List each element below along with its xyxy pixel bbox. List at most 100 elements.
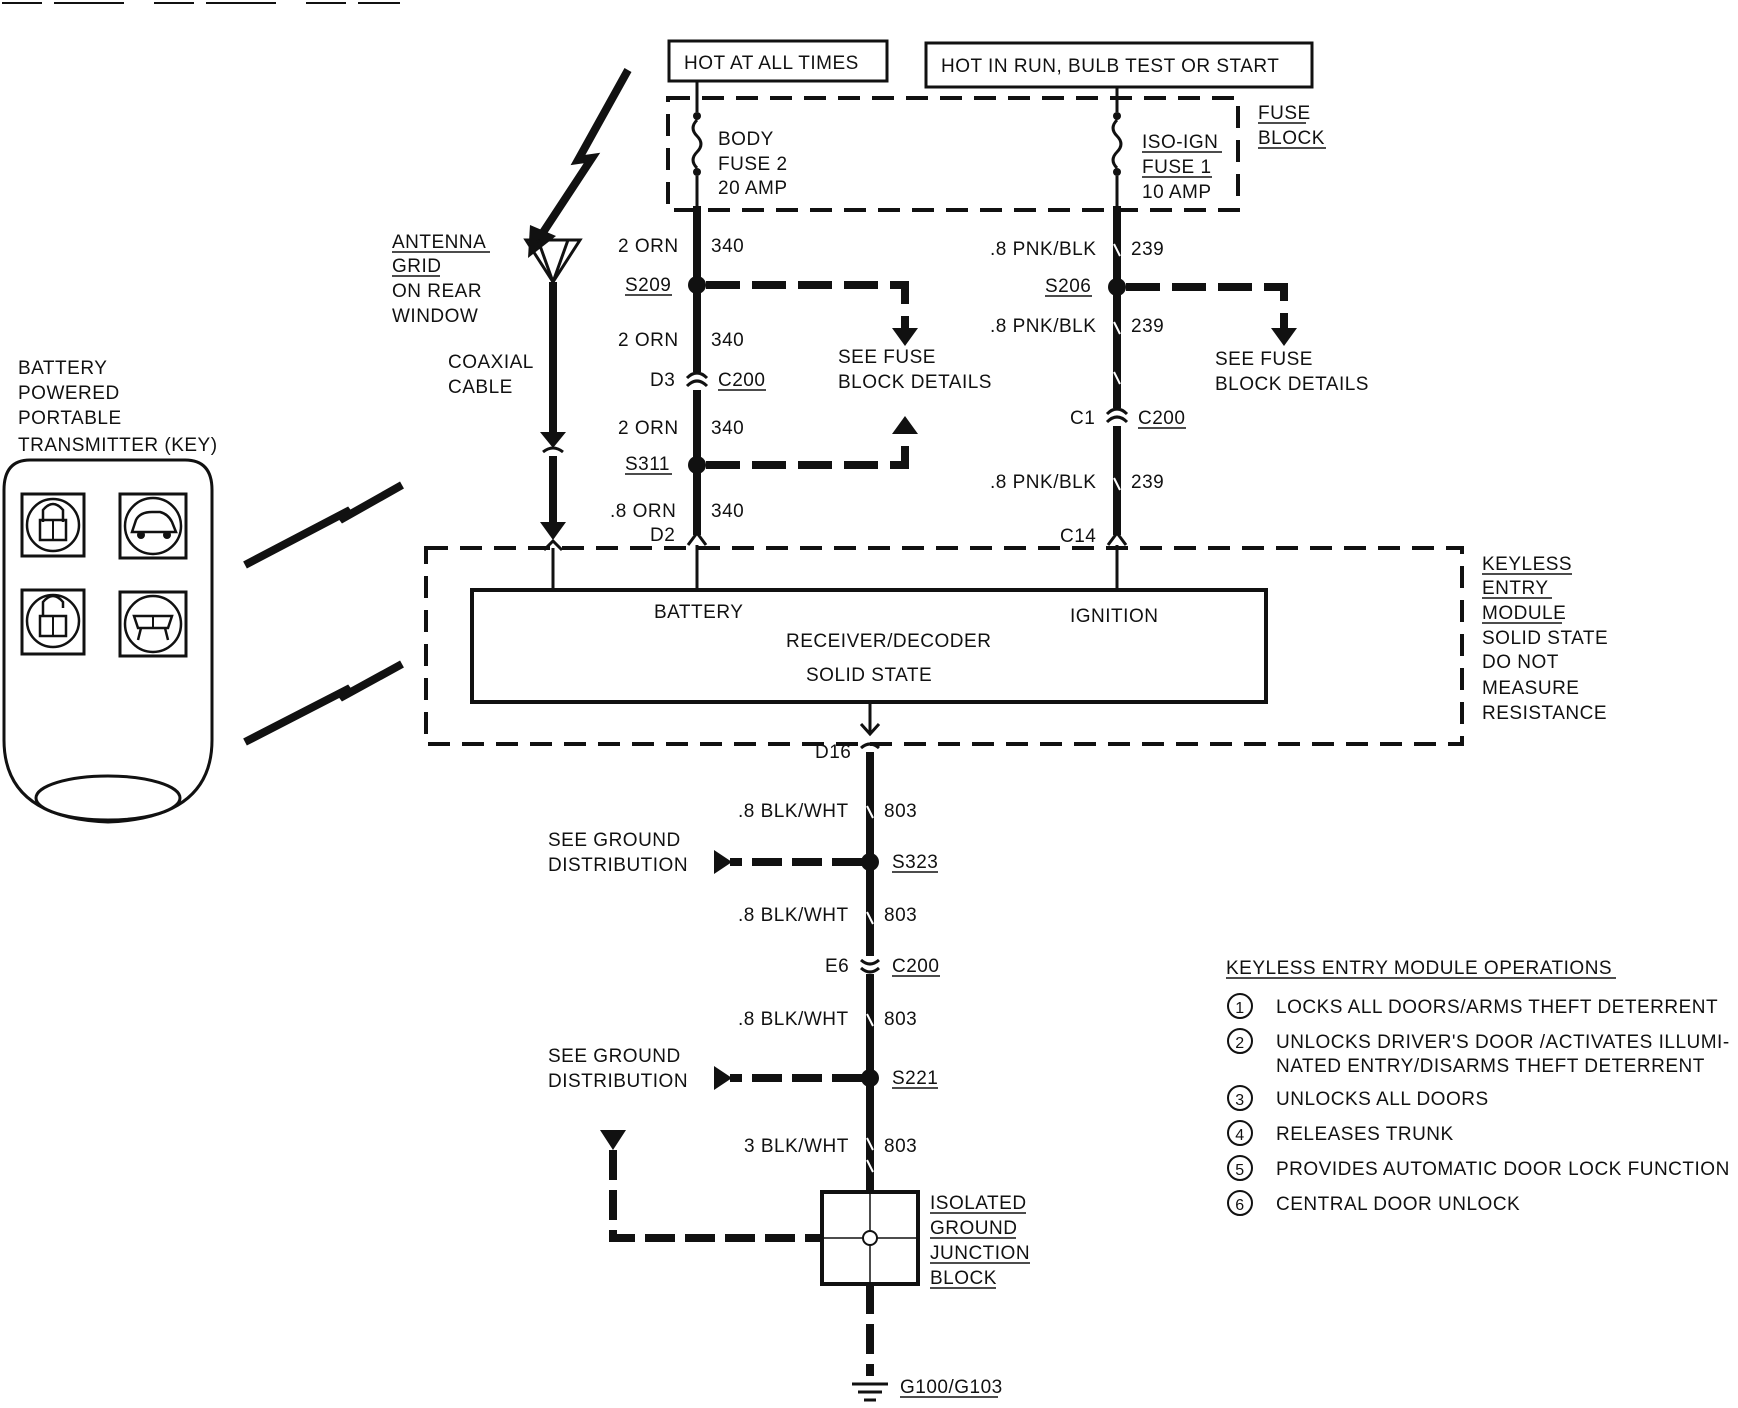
antenna-label-line1: ANTENNA: [392, 232, 486, 253]
transmitter-label-line1: BATTERY: [18, 358, 107, 379]
wire-340-4-circuit: 340: [711, 501, 744, 522]
wire-340-2-circuit: 340: [711, 330, 744, 351]
wire-239-2-circuit: 239: [1131, 316, 1164, 337]
module-outline: [424, 546, 1464, 746]
wire-803-4-circuit: 803: [884, 1136, 917, 1157]
operation-number: 6: [1235, 1197, 1244, 1214]
operation-text: RELEASES TRUNK: [1276, 1124, 1454, 1145]
module-battery-label: BATTERY: [654, 602, 743, 623]
module-side-line5: DO NOT: [1482, 652, 1559, 673]
operation-item-4: 4 RELEASES TRUNK: [1227, 1120, 1454, 1146]
wire-340-3-circuit: 340: [711, 418, 744, 439]
see-fuse-right-line1: SEE FUSE: [1215, 349, 1313, 370]
operations-title: KEYLESS ENTRY MODULE OPERATIONS: [1226, 958, 1612, 979]
fuse-block-outline: [666, 96, 1240, 212]
operation-number-circle: [1227, 1120, 1253, 1146]
module-pin-c14: C14: [1060, 526, 1096, 547]
wire-803-2-circuit: 803: [884, 905, 917, 926]
wire-239-1-circuit: 239: [1131, 239, 1164, 260]
see-ground-2-line2: DISTRIBUTION: [548, 1071, 688, 1092]
module-pin-d2: D2: [650, 525, 675, 546]
operation-number-circle: [1227, 1190, 1253, 1216]
body-fuse-line1: BODY: [718, 129, 774, 150]
junction-label-line4: BLOCK: [930, 1268, 997, 1289]
splice-s221: [861, 1069, 879, 1087]
operation-number: 2: [1235, 1035, 1244, 1052]
see-ground-1-line2: DISTRIBUTION: [548, 855, 688, 876]
hot-in-run-label: HOT IN RUN, BULB TEST OR START: [941, 56, 1279, 77]
antenna-label-line2: GRID: [392, 256, 442, 277]
module-side-line3: MODULE: [1482, 603, 1566, 624]
operation-text: CENTRAL DOOR UNLOCK: [1276, 1194, 1520, 1215]
operation-number: 1: [1235, 1000, 1244, 1017]
operation-text: LOCKS ALL DOORS/ARMS THEFT DETERRENT: [1276, 997, 1718, 1018]
ign-fuse-line2: FUSE 1: [1142, 157, 1212, 178]
wire-239-1-gauge: .8 PNK/BLK: [990, 239, 1096, 260]
splice-s209: [688, 276, 706, 294]
see-fuse-left-line2: BLOCK DETAILS: [838, 372, 992, 393]
junction-label-line3: JUNCTION: [930, 1243, 1030, 1264]
ign-fuse-line3: 10 AMP: [1142, 182, 1212, 203]
isolated-ground-junction-block: [820, 1190, 920, 1286]
circuit-340: 2 ORN 340 2 ORN 340 2 ORN 340 .8 ORN 340…: [610, 206, 992, 590]
module-solid-state-label: SOLID STATE: [806, 665, 932, 686]
hot-at-all-times-label: HOT AT ALL TIMES: [684, 53, 859, 74]
splice-s209-label: S209: [625, 275, 671, 296]
circuit-803: D16 .8 BLK/WHT 803 .8 BLK/WHT 803 .8 BLK…: [548, 702, 1030, 1402]
antenna: ANTENNA GRID ON REAR WINDOW COAXIAL CABL…: [392, 68, 632, 590]
transmitter-label-line4: TRANSMITTER (KEY): [18, 435, 218, 456]
module-side-line7: RESISTANCE: [1482, 703, 1607, 724]
wire-803-1-circuit: 803: [884, 801, 917, 822]
operation-text: NATED ENTRY/DISARMS THEFT DETERRENT: [1276, 1056, 1705, 1077]
splice-s206: [1108, 278, 1126, 296]
module-pin-d16: D16: [815, 742, 851, 763]
wire-340-3-gauge: 2 ORN: [618, 418, 679, 439]
module-side-line6: MEASURE: [1482, 678, 1579, 699]
operation-number-circle: [1227, 1028, 1253, 1054]
hot-in-run-box: HOT IN RUN, BULB TEST OR START: [924, 41, 1314, 89]
wire-803-4-gauge: 3 BLK/WHT: [744, 1136, 849, 1157]
module-side-line1: KEYLESS: [1482, 554, 1572, 575]
wire-803-3-circuit: 803: [884, 1009, 917, 1030]
splice-s206-label: S206: [1045, 276, 1091, 297]
wire-340-2-gauge: 2 ORN: [618, 330, 679, 351]
portable-transmitter: BATTERY POWERED PORTABLE TRANSMITTER (KE…: [2, 358, 218, 824]
wire-803-1-gauge: .8 BLK/WHT: [738, 801, 849, 822]
iso-ign-fuse-1: ISO-IGN FUSE 1 10 AMP: [1111, 87, 1222, 206]
wire-340-4-gauge: .8 ORN: [610, 501, 676, 522]
transmitter-label-line3: PORTABLE: [18, 408, 122, 429]
body-fuse-line2: FUSE 2: [718, 154, 788, 175]
operation-number-circle: [1227, 993, 1253, 1019]
fuse-block-label-line1: FUSE: [1258, 103, 1311, 124]
operation-number: 4: [1235, 1127, 1244, 1144]
body-fuse-line3: 20 AMP: [718, 178, 788, 199]
operation-number-circle: [1227, 1155, 1253, 1181]
receiver-decoder-box: [470, 588, 1268, 704]
operations-legend: KEYLESS ENTRY MODULE OPERATIONS 1 LOCKS A…: [1226, 958, 1729, 1216]
splice-s323: [861, 853, 879, 871]
signal-bolt-upper: [243, 481, 404, 569]
connector-d3-pin: D3: [650, 370, 675, 391]
wire-803-3-gauge: .8 BLK/WHT: [738, 1009, 849, 1030]
lock-icon: [20, 492, 86, 558]
fuse-block-label-line2: BLOCK: [1258, 128, 1325, 149]
antenna-label-line3: ON REAR: [392, 281, 482, 302]
operation-item-1: 1 LOCKS ALL DOORS/ARMS THEFT DETERRENT: [1227, 993, 1718, 1019]
see-ground-1-line1: SEE GROUND: [548, 830, 681, 851]
wire-239-2-gauge: .8 PNK/BLK: [990, 316, 1096, 337]
keyless-entry-module: BATTERY IGNITION RECEIVER/DECODER SOLID …: [424, 546, 1608, 746]
unlock-icon: [20, 588, 86, 656]
module-receiver-label: RECEIVER/DECODER: [786, 631, 991, 652]
splice-s311-label: S311: [625, 454, 670, 475]
module-ignition-label: IGNITION: [1070, 606, 1158, 627]
coax-label-line1: COAXIAL: [448, 352, 534, 373]
splice-s221-label: S221: [892, 1068, 938, 1089]
coax-label-line2: CABLE: [448, 377, 513, 398]
see-fuse-left-line1: SEE FUSE: [838, 347, 936, 368]
trunk-icon: [118, 590, 188, 658]
operation-number: 5: [1235, 1162, 1244, 1179]
connector-c200-right: C200: [1138, 408, 1185, 429]
ground-g100-g103-label: G100/G103: [900, 1377, 1003, 1398]
